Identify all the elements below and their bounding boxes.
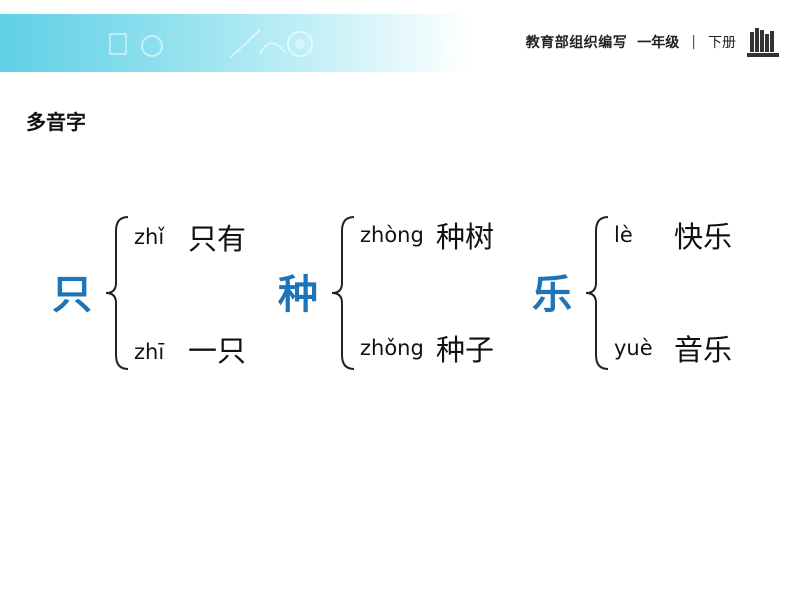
pinyin-reading: zhǐ bbox=[134, 225, 165, 249]
polyphone-group-3: 乐 lè 快乐 yuè 音乐 bbox=[532, 205, 752, 375]
example-word: 种树 bbox=[436, 220, 495, 254]
header-info: 教育部组织编写 一年级 | 下册 bbox=[526, 24, 780, 60]
banner-decoration-icon bbox=[109, 29, 453, 59]
volume-label: 下册 bbox=[708, 35, 736, 51]
example-word: 只有 bbox=[188, 222, 247, 256]
header-banner bbox=[0, 14, 470, 72]
polyphone-char: 种 bbox=[278, 272, 318, 318]
example-word: 音乐 bbox=[674, 333, 733, 367]
example-word: 种子 bbox=[436, 333, 495, 367]
page-title: 多音字 bbox=[26, 110, 86, 134]
polyphone-group-2: 种 zhòng 种树 zhǒng 种子 bbox=[278, 205, 508, 375]
example-word: 快乐 bbox=[674, 220, 733, 254]
left-brace-icon bbox=[105, 216, 129, 370]
polyphone-group-1: 只 zhǐ 只有 zhī 一只 bbox=[52, 205, 272, 375]
grade-label: 一年级 bbox=[637, 35, 680, 51]
polyphone-char: 乐 bbox=[532, 272, 572, 318]
publisher-label: 教育部组织编写 bbox=[525, 35, 628, 51]
left-brace-icon bbox=[585, 216, 609, 370]
polyphone-char: 只 bbox=[52, 272, 92, 318]
books-icon bbox=[747, 28, 779, 57]
pinyin-reading: zhǒng bbox=[360, 336, 424, 360]
left-brace-icon bbox=[331, 216, 355, 370]
pinyin-reading: lè bbox=[614, 223, 633, 247]
pinyin-reading: zhī bbox=[134, 340, 165, 364]
pinyin-reading: yuè bbox=[614, 336, 653, 360]
header-separator: | bbox=[691, 34, 696, 50]
pinyin-reading: zhòng bbox=[360, 223, 424, 247]
example-word: 一只 bbox=[188, 334, 247, 368]
